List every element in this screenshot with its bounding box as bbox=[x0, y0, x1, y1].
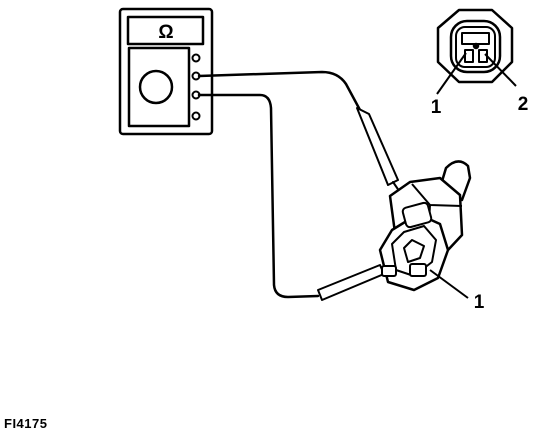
multimeter-jack-1 bbox=[191, 53, 201, 63]
meter-display-symbol: Ω bbox=[158, 22, 173, 43]
multimeter-display bbox=[126, 15, 205, 46]
test-leads bbox=[197, 70, 405, 301]
lower-test-probe bbox=[317, 264, 385, 301]
figure-id: FI4175 bbox=[4, 416, 48, 431]
upper-test-lead bbox=[197, 70, 362, 112]
multimeter-panel bbox=[127, 46, 191, 128]
sensor-callout-line bbox=[429, 269, 469, 299]
lower-test-lead bbox=[197, 93, 320, 299]
connector-pin-2-label: 2 bbox=[518, 94, 529, 115]
connector-callout-lines bbox=[436, 52, 517, 95]
multimeter-icon bbox=[118, 7, 214, 136]
upper-test-probe bbox=[356, 107, 399, 186]
sensor-pin-1-label: 1 bbox=[474, 292, 485, 313]
multimeter-dial bbox=[138, 69, 174, 105]
connector-pin-1-label: 1 bbox=[431, 97, 442, 118]
connector-end-view-icon bbox=[436, 8, 514, 84]
multimeter-jack-4 bbox=[191, 111, 201, 121]
